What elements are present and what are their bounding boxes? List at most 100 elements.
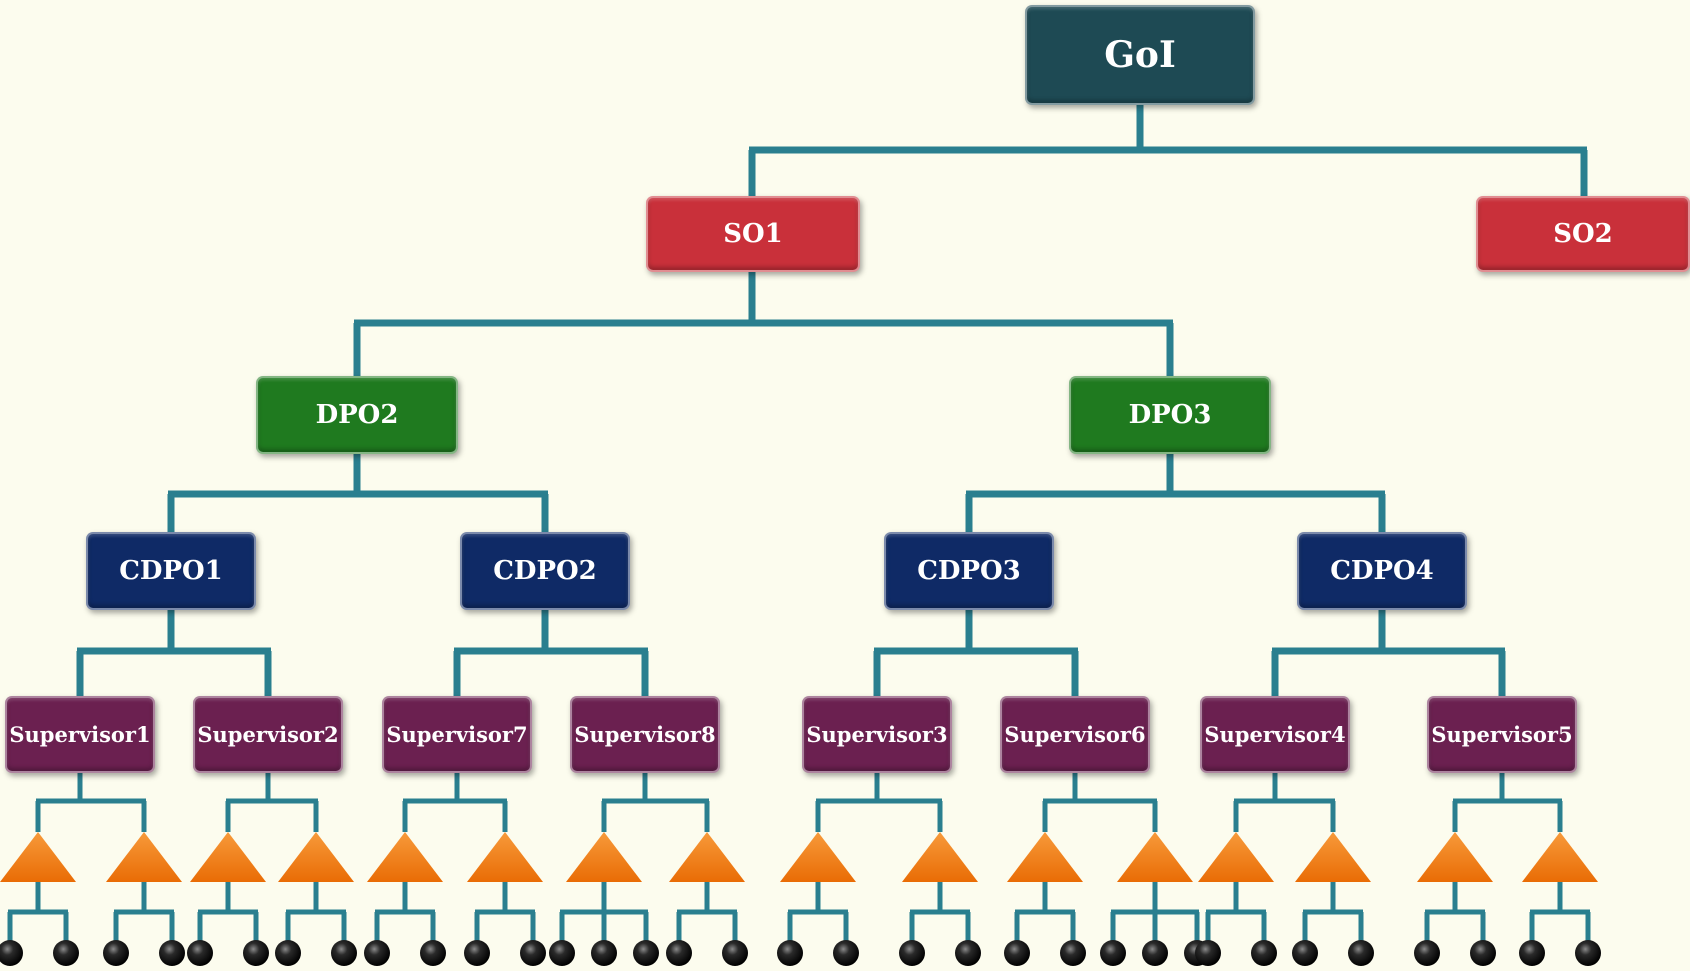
beneficiary-dot-icon bbox=[520, 940, 546, 966]
beneficiary-dot-icon bbox=[187, 940, 213, 966]
beneficiary-dot-icon bbox=[1100, 940, 1126, 966]
connector-supervisor-workers bbox=[1452, 773, 1563, 832]
beneficiary-dot-icon bbox=[1060, 940, 1086, 966]
beneficiary-dot-icon bbox=[0, 940, 23, 966]
connector-goi-so bbox=[748, 103, 1588, 197]
node-so1[interactable]: SO1 bbox=[646, 196, 860, 272]
worker-triangle-icon bbox=[1117, 832, 1193, 882]
connector-worker-beneficiaries bbox=[1529, 882, 1591, 942]
connector-worker-beneficiaries bbox=[559, 882, 649, 942]
worker-triangle-icon bbox=[566, 832, 642, 882]
node-dpo2[interactable]: DPO2 bbox=[256, 376, 458, 454]
beneficiary-dot-icon bbox=[591, 940, 617, 966]
node-goi[interactable]: GoI bbox=[1025, 5, 1255, 105]
worker-triangle-icon bbox=[467, 832, 543, 882]
connector-so1-dpo bbox=[353, 270, 1174, 377]
connector-dpo3-cdpo bbox=[965, 452, 1386, 533]
worker-triangle-icon bbox=[0, 832, 76, 882]
connector-worker-beneficiaries bbox=[7, 882, 69, 942]
worker-triangle-icon bbox=[1522, 832, 1598, 882]
beneficiary-dot-icon bbox=[275, 940, 301, 966]
beneficiary-dot-icon bbox=[722, 940, 748, 966]
beneficiary-dot-icon bbox=[1004, 940, 1030, 966]
connector-cdpo1-supervisors bbox=[76, 608, 272, 697]
connector-worker-beneficiaries bbox=[1302, 882, 1364, 942]
connector-worker-beneficiaries bbox=[285, 882, 347, 942]
beneficiary-dot-icon bbox=[420, 940, 446, 966]
beneficiary-dot-icon bbox=[331, 940, 357, 966]
worker-triangle-icon bbox=[367, 832, 443, 882]
node-supervisor2[interactable]: Supervisor2 bbox=[193, 696, 343, 773]
connector-worker-beneficiaries bbox=[909, 882, 971, 942]
connector-worker-beneficiaries bbox=[1424, 882, 1486, 942]
beneficiary-dot-icon bbox=[1575, 940, 1601, 966]
connector-worker-beneficiaries bbox=[787, 882, 849, 942]
node-cdpo2[interactable]: CDPO2 bbox=[460, 532, 630, 610]
node-so2[interactable]: SO2 bbox=[1476, 196, 1690, 272]
connector-worker-beneficiaries bbox=[374, 882, 436, 942]
connector-supervisor-workers bbox=[815, 773, 943, 832]
node-supervisor8[interactable]: Supervisor8 bbox=[570, 696, 720, 773]
beneficiary-dot-icon bbox=[464, 940, 490, 966]
connector-worker-beneficiaries bbox=[474, 882, 536, 942]
beneficiary-dot-icon bbox=[955, 940, 981, 966]
beneficiary-dot-icon bbox=[1195, 940, 1221, 966]
connector-worker-beneficiaries bbox=[1014, 882, 1076, 942]
worker-triangle-icon bbox=[780, 832, 856, 882]
connector-supervisor-workers bbox=[601, 773, 710, 832]
worker-triangle-icon bbox=[902, 832, 978, 882]
beneficiary-dot-icon bbox=[103, 940, 129, 966]
node-supervisor5[interactable]: Supervisor5 bbox=[1427, 696, 1577, 773]
connector-worker-beneficiaries bbox=[1205, 882, 1267, 942]
connector-cdpo2-supervisors bbox=[453, 608, 649, 697]
beneficiary-dot-icon bbox=[633, 940, 659, 966]
connector-supervisor-workers bbox=[1233, 773, 1336, 832]
worker-triangle-icon bbox=[1417, 832, 1493, 882]
node-supervisor1[interactable]: Supervisor1 bbox=[5, 696, 155, 773]
connector-cdpo3-supervisors bbox=[873, 608, 1079, 697]
node-cdpo4[interactable]: CDPO4 bbox=[1297, 532, 1467, 610]
node-supervisor3[interactable]: Supervisor3 bbox=[802, 696, 952, 773]
worker-triangle-icon bbox=[1007, 832, 1083, 882]
worker-triangle-icon bbox=[1198, 832, 1274, 882]
beneficiary-dot-icon bbox=[1470, 940, 1496, 966]
worker-triangle-icon bbox=[190, 832, 266, 882]
node-cdpo1[interactable]: CDPO1 bbox=[86, 532, 256, 610]
beneficiary-dot-icon bbox=[364, 940, 390, 966]
node-supervisor7[interactable]: Supervisor7 bbox=[382, 696, 532, 773]
beneficiary-dot-icon bbox=[1292, 940, 1318, 966]
connector-cdpo4-supervisors bbox=[1271, 608, 1506, 697]
connector-dpo2-cdpo bbox=[167, 452, 549, 533]
connector-supervisor-workers bbox=[225, 773, 319, 832]
worker-triangle-icon bbox=[669, 832, 745, 882]
node-cdpo3[interactable]: CDPO3 bbox=[884, 532, 1054, 610]
node-supervisor4[interactable]: Supervisor4 bbox=[1200, 696, 1350, 773]
node-supervisor6[interactable]: Supervisor6 bbox=[1000, 696, 1150, 773]
beneficiary-dot-icon bbox=[1251, 940, 1277, 966]
connector-worker-beneficiaries bbox=[1110, 882, 1200, 942]
worker-level bbox=[0, 773, 1601, 966]
beneficiary-dot-icon bbox=[1348, 940, 1374, 966]
node-dpo3[interactable]: DPO3 bbox=[1069, 376, 1271, 454]
worker-triangle-icon bbox=[106, 832, 182, 882]
connector-supervisor-workers bbox=[35, 773, 147, 832]
worker-triangle-icon bbox=[1295, 832, 1371, 882]
beneficiary-dot-icon bbox=[243, 940, 269, 966]
beneficiary-dot-icon bbox=[777, 940, 803, 966]
connector-worker-beneficiaries bbox=[676, 882, 738, 942]
connector-supervisor-workers bbox=[1042, 773, 1158, 832]
beneficiary-dot-icon bbox=[53, 940, 79, 966]
beneficiary-dot-icon bbox=[159, 940, 185, 966]
beneficiary-dot-icon bbox=[1414, 940, 1440, 966]
beneficiary-dot-icon bbox=[666, 940, 692, 966]
beneficiary-dot-icon bbox=[1519, 940, 1545, 966]
worker-triangle-icon bbox=[278, 832, 354, 882]
connector-supervisor-workers bbox=[402, 773, 508, 832]
connector-worker-beneficiaries bbox=[197, 882, 259, 942]
beneficiary-dot-icon bbox=[899, 940, 925, 966]
beneficiary-dot-icon bbox=[833, 940, 859, 966]
beneficiary-dot-icon bbox=[549, 940, 575, 966]
connector-worker-beneficiaries bbox=[113, 882, 175, 942]
beneficiary-dot-icon bbox=[1142, 940, 1168, 966]
